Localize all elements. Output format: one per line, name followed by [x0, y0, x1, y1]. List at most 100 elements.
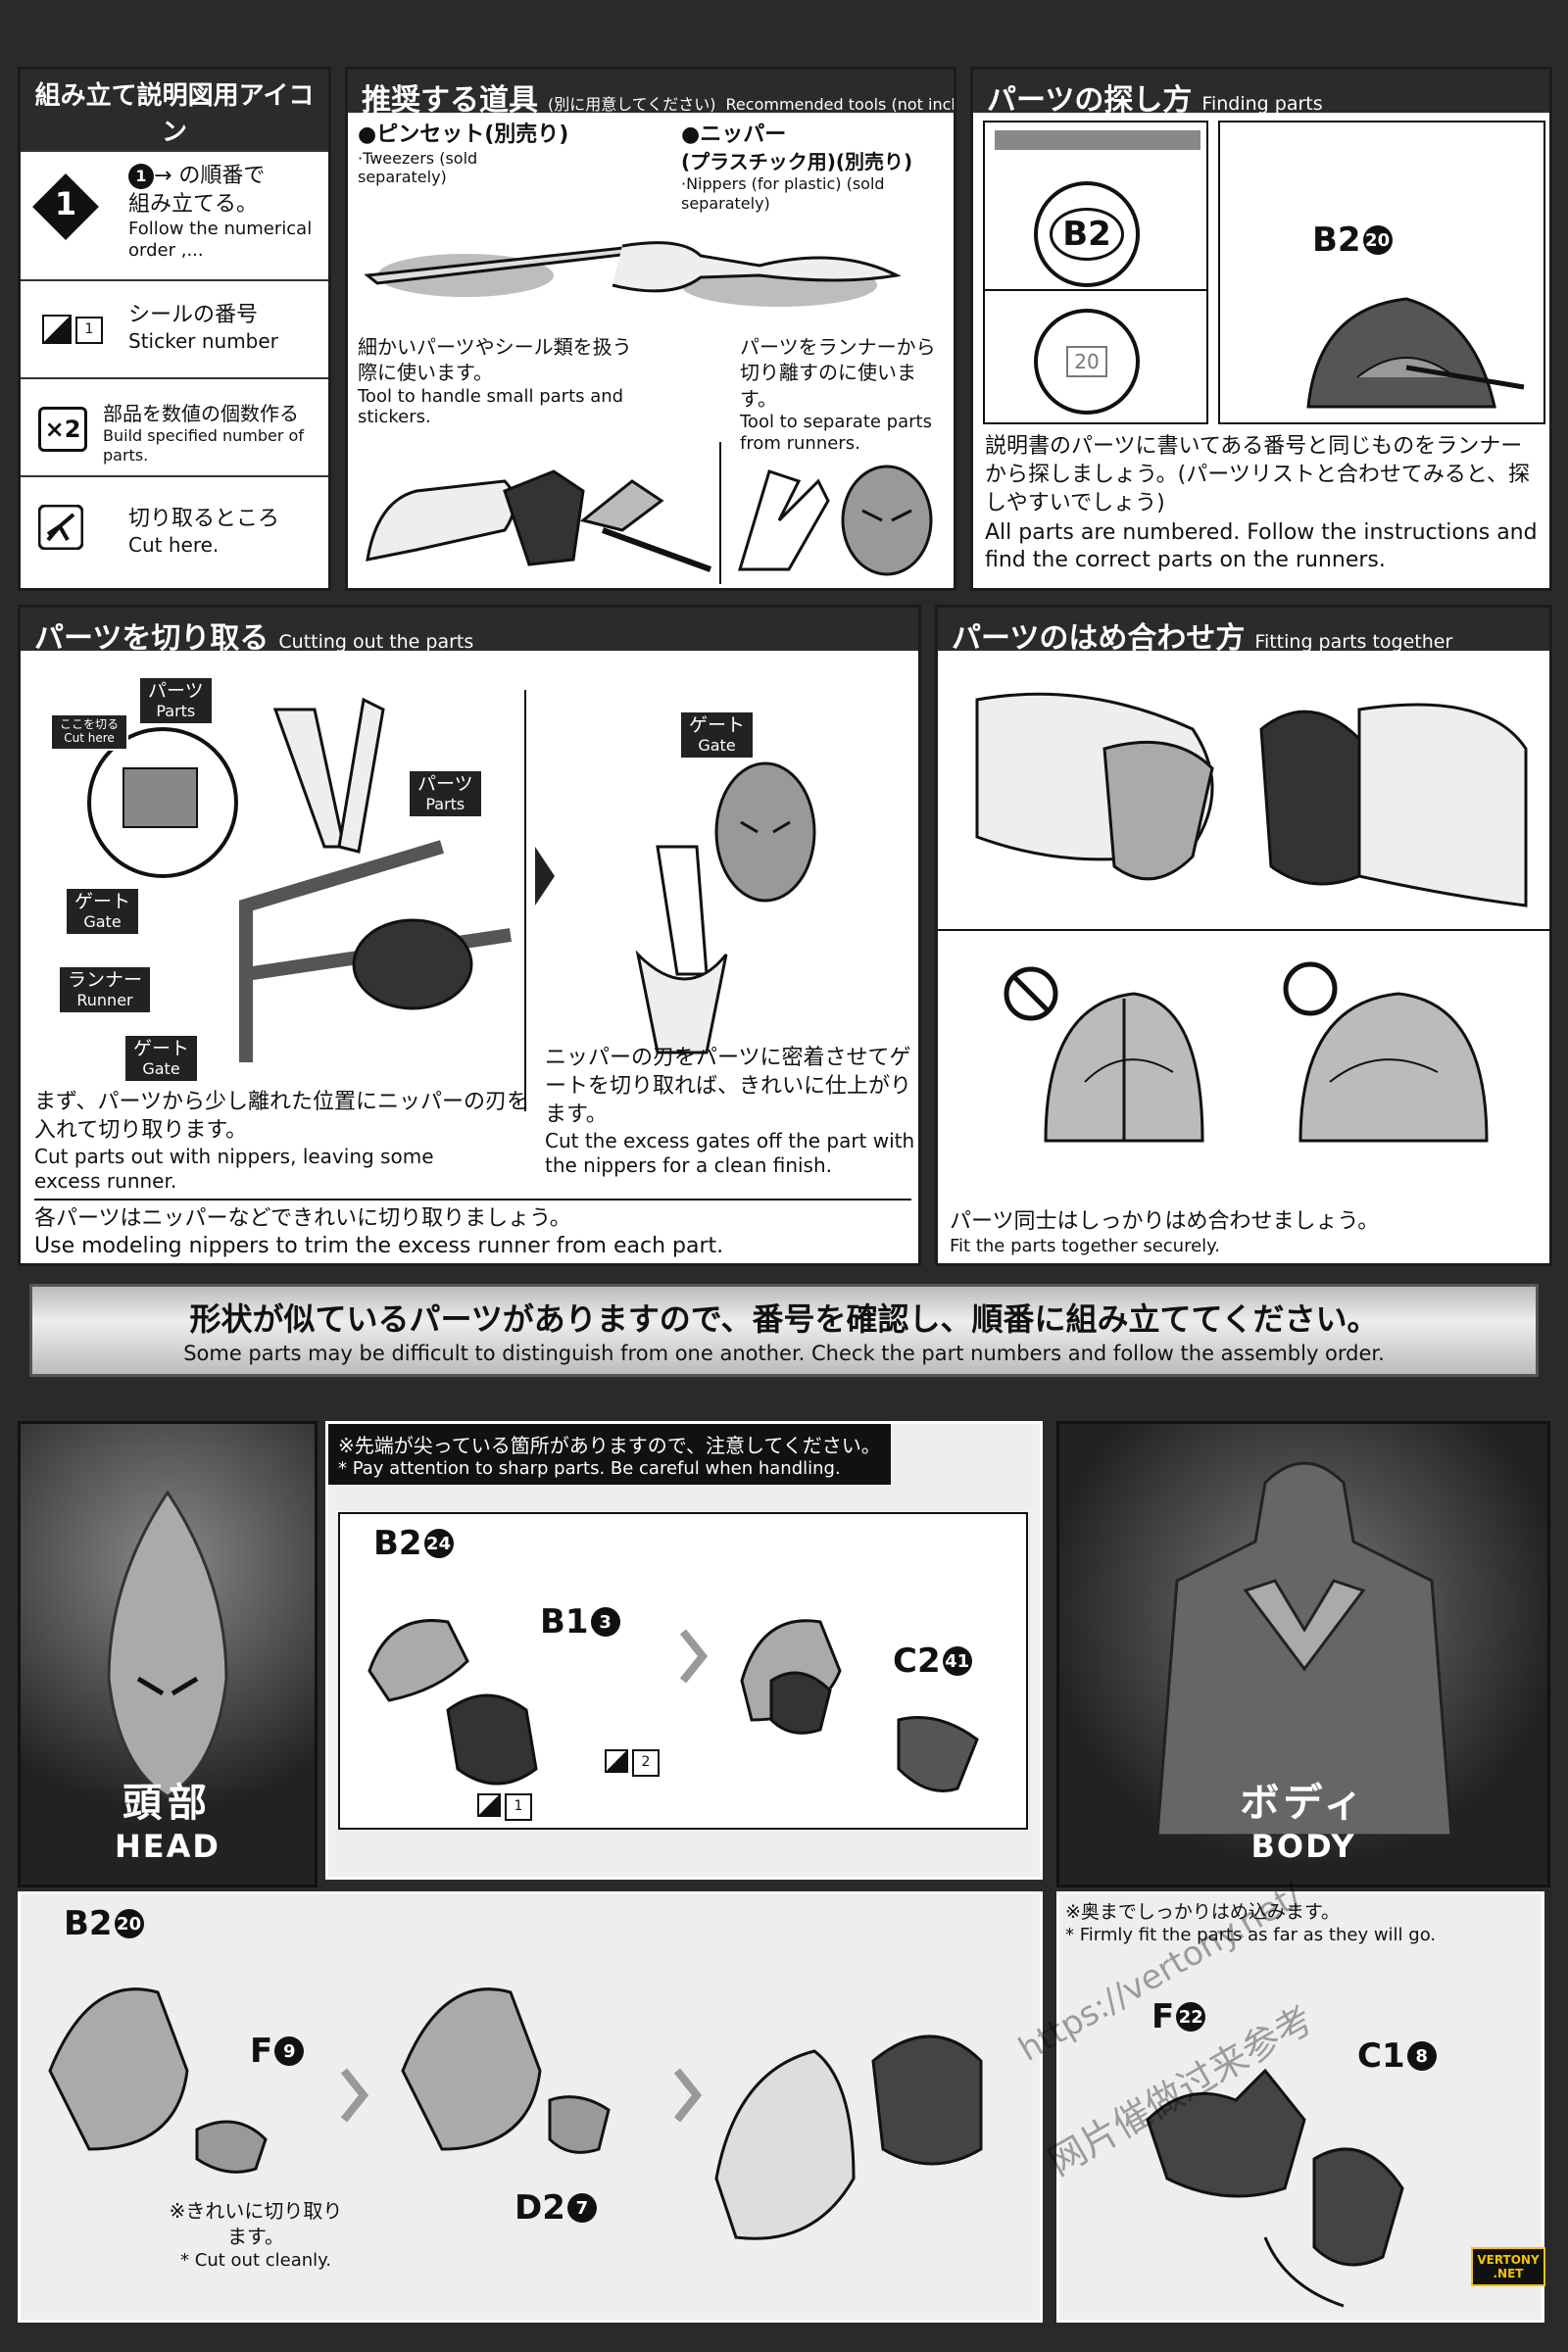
finding-header: パーツの探し方 Finding parts	[973, 70, 1549, 113]
finding-title-en: Finding parts	[1201, 93, 1322, 115]
tweezers-info: ●ピンセット(別売り) ·Tweezers (sold separately)	[358, 121, 652, 186]
cut-text: 切り取るところ Cut here.	[128, 505, 279, 558]
label-cut-here: ここを切る Cut here	[50, 713, 128, 751]
tools-panel: 推奨する道具 (別に用意してください) Recommended tools (n…	[345, 67, 956, 591]
part-tag-b2-24: B224	[369, 1524, 458, 1563]
tweezers-desc: 細かいパーツやシール類を扱う際に使います。 Tool to handle sma…	[358, 334, 642, 428]
runner-divider	[985, 289, 1206, 291]
head-step1-drawing	[350, 1573, 1016, 1818]
finding-desc-en: All parts are numbered. Follow the instr…	[985, 519, 1544, 573]
part-tag-b2-20: B220	[60, 1904, 148, 1943]
label-gate-1: ゲート Gate	[65, 887, 140, 936]
banner-en: Some parts may be difficult to distingui…	[32, 1342, 1536, 1365]
sticker-flag-icon-1	[477, 1793, 501, 1817]
cutting-panel: パーツを切り取る Cutting out the parts パーツ Parts…	[18, 605, 921, 1266]
finding-title-jp: パーツの探し方	[987, 75, 1192, 119]
cutting-title-en: Cutting out the parts	[278, 631, 473, 653]
cut-note-jp: ※きれいに切り取ります。	[168, 2198, 344, 2250]
finding-part-tag: B2 20	[1308, 220, 1396, 260]
tools-header: 推奨する道具 (別に用意してください) Recommended tools (n…	[348, 70, 954, 113]
label-runner-jp: ランナー	[68, 970, 142, 992]
fitting-footer-jp: パーツ同士はしっかりはめ合わせましょう。	[950, 1207, 1379, 1236]
multi-text: 部品を数値の個数作る Build specified number of par…	[103, 401, 331, 465]
sticker-en: Sticker number	[128, 329, 278, 354]
multi-jp: 部品を数値の個数作る	[103, 401, 331, 426]
order-jp1: → の順番で	[154, 164, 265, 188]
body-photo: ボディ BODY	[1056, 1421, 1550, 1887]
order-badge-1: 1	[128, 164, 154, 189]
cut-row: 切り取るところ Cut here.	[21, 475, 328, 591]
cutting-footer-jp: 各パーツはニッパーなどできれいに切り取りましょう。	[34, 1204, 911, 1233]
fitting-header: パーツのはめ合わせ方 Fitting parts together	[938, 608, 1549, 651]
banner-jp: 形状が似ているパーツがありますので、番号を確認し、順番に組み立ててください。	[32, 1295, 1536, 1340]
finding-desc-jp: 説明書のパーツに書いてある番号と同じものをランナーから探しましょう。(パーツリス…	[985, 432, 1544, 517]
part-b2-24-code: B2	[373, 1524, 422, 1563]
order-jp2: 組み立てる。	[128, 190, 329, 219]
label-parts-2-jp: パーツ	[417, 774, 473, 796]
body-step-drawing	[1069, 2012, 1540, 2316]
part-b2-20-code: B2	[64, 1904, 113, 1943]
finding-desc: 説明書のパーツに書いてある番号と同じものをランナーから探しましょう。(パーツリス…	[985, 432, 1544, 573]
sharp-warning: ※先端が尖っている箇所がありますので、注意してください。 * Pay atten…	[328, 1424, 891, 1485]
label-gate-1-jp: ゲート	[74, 892, 130, 913]
warning-en: * Pay attention to sharp parts. Be caref…	[338, 1458, 881, 1479]
nippers-jp2: (プラスチック用)(別売り)	[681, 149, 956, 174]
symbols-title-jp: 組み立て説明図用アイコン	[24, 75, 324, 148]
label-runner-en: Runner	[68, 992, 142, 1009]
nippers-desc-jp: パーツをランナーから切り離すのに使います。	[740, 334, 951, 412]
cutting-step1-jp: まず、パーツから少し離れた位置にニッパーの刃を入れて切り取ります。	[34, 1088, 529, 1145]
finding-tag-badge: 20	[1363, 225, 1393, 255]
runner-illustration: B2 20	[983, 121, 1208, 424]
cut-note: ※きれいに切り取ります。 * Cut out cleanly.	[168, 2198, 344, 2271]
label-cut-jp: ここを切る	[60, 718, 119, 732]
label-gate-3-jp: ゲート	[689, 715, 745, 737]
nippers-en: ·Nippers (for plastic) (sold separately)	[681, 174, 956, 212]
cutting-step1: まず、パーツから少し離れた位置にニッパーの刃を入れて切り取ります。 Cut pa…	[34, 1088, 529, 1194]
sticker-text: シールの番号 Sticker number	[128, 301, 278, 354]
tools-usage-illustration	[358, 442, 946, 584]
cutting-step1-en: Cut parts out with nippers, leaving some…	[34, 1145, 466, 1194]
cutting-footer: 各パーツはニッパーなどできれいに切り取りましょう。 Use modeling n…	[34, 1199, 911, 1260]
tweezers-desc-jp: 細かいパーツやシール類を扱う際に使います。	[358, 334, 642, 386]
head-label-jp: 頭部	[21, 1771, 315, 1828]
runner-bar-top	[995, 130, 1200, 150]
fitting-title-en: Fitting parts together	[1254, 631, 1452, 653]
multi-row: ×2 部品を数値の個数作る Build specified number of …	[21, 377, 328, 475]
cut-note-en: * Cut out cleanly.	[168, 2250, 344, 2272]
finding-tag-code: B2	[1312, 220, 1361, 260]
label-parts-2-en: Parts	[417, 796, 473, 813]
caution-banner: 形状が似ているパーツがありますので、番号を確認し、順番に組み立ててください。 S…	[29, 1284, 1539, 1377]
runner-code: B2	[1050, 208, 1124, 261]
sticker-flag-icon	[42, 315, 72, 344]
label-parts-1: パーツ Parts	[138, 676, 214, 725]
order-en: Follow the numerical order ,...	[128, 219, 329, 261]
nippers-desc: パーツをランナーから切り離すのに使います。 Tool to separate p…	[740, 334, 951, 454]
nippers-icon	[38, 505, 83, 550]
symbols-title: 組み立て説明図用アイコン Symbols for assembly instru…	[21, 70, 328, 150]
label-parts-2: パーツ Parts	[408, 769, 483, 818]
runner-circle-top: B2	[1034, 181, 1140, 287]
label-gate-2-en: Gate	[133, 1060, 189, 1078]
body-label: ボディ BODY	[1059, 1771, 1547, 1865]
helmet-part-drawing	[1279, 279, 1534, 416]
runner-circle-bottom: 20	[1034, 309, 1140, 415]
sticker-row: 1 シールの番号 Sticker number	[21, 279, 328, 377]
multi-en: Build specified number of parts.	[103, 426, 331, 464]
body-step-panel: ※奥までしっかりはめ込みます。 * Firmly fit the parts a…	[1056, 1891, 1544, 2323]
cut-jp: 切り取るところ	[128, 505, 279, 533]
cutting-footer-en: Use modeling nippers to trim the excess …	[34, 1233, 911, 1260]
body-label-en: BODY	[1059, 1828, 1547, 1865]
label-gate-1-en: Gate	[74, 913, 130, 931]
warning-jp: ※先端が尖っている箇所がありますので、注意してください。	[338, 1430, 881, 1458]
cutting-step2-jp: ニッパーの刃をパーツに密着させてゲートを切り取れば、きれいに仕上がります。	[545, 1044, 917, 1129]
label-gate-3-en: Gate	[689, 737, 745, 755]
nippers-info: ●ニッパー (プラスチック用)(別売り) ·Nippers (for plast…	[681, 121, 956, 213]
order-number: 1	[42, 185, 89, 222]
nippers-jp1: ●ニッパー	[681, 121, 956, 149]
head-photo: 頭部 HEAD	[18, 1421, 318, 1887]
part-b2-20-badge: 20	[115, 1909, 144, 1938]
sticker-flag-icon-2	[605, 1749, 628, 1773]
fitting-illustration	[938, 651, 1552, 1209]
